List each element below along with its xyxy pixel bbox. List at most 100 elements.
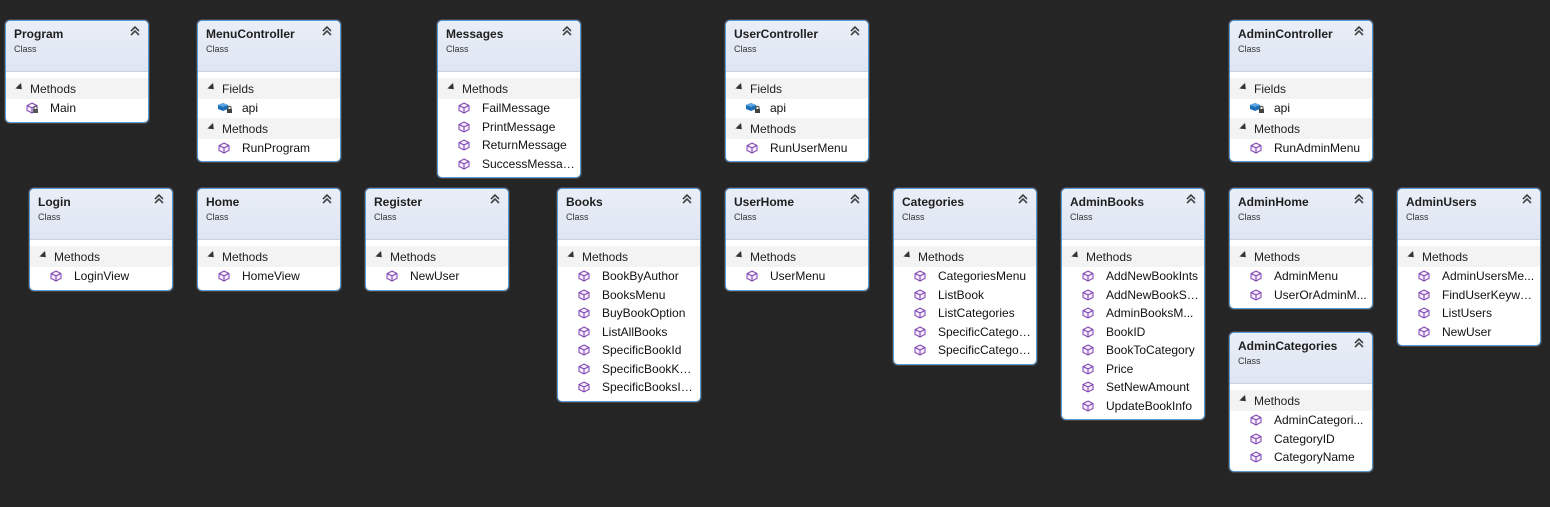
member-row[interactable]: SetNewAmount <box>1062 378 1204 397</box>
double-chevron-up-icon[interactable] <box>1354 337 1366 349</box>
double-chevron-up-icon[interactable] <box>682 193 694 205</box>
section-fields[interactable]: Fields <box>1230 78 1372 99</box>
triangle-expand-icon[interactable] <box>207 82 217 93</box>
triangle-expand-icon[interactable] <box>375 250 385 261</box>
member-row[interactable]: BookByAuthor <box>558 267 700 286</box>
double-chevron-up-icon[interactable] <box>154 193 166 205</box>
double-chevron-up-icon[interactable] <box>322 25 334 37</box>
double-chevron-up-icon[interactable] <box>1354 193 1366 205</box>
triangle-expand-icon[interactable] <box>207 250 217 261</box>
triangle-expand-icon[interactable] <box>567 250 577 261</box>
member-row[interactable]: SpecificCategor... <box>894 323 1036 342</box>
double-chevron-up-icon[interactable] <box>562 25 574 37</box>
double-chevron-up-icon[interactable] <box>1186 193 1198 205</box>
member-row[interactable]: FailMessage <box>438 99 580 118</box>
member-row[interactable]: RunUserMenu <box>726 139 868 158</box>
double-chevron-up-icon[interactable] <box>322 193 334 205</box>
section-methods[interactable]: Methods <box>1230 246 1372 267</box>
section-methods[interactable]: Methods <box>1062 246 1204 267</box>
member-row[interactable]: CategoryID <box>1230 430 1372 449</box>
section-methods[interactable]: Methods <box>726 246 868 267</box>
section-methods[interactable]: Methods <box>6 78 148 99</box>
section-methods[interactable]: Methods <box>366 246 508 267</box>
member-row[interactable]: Main <box>6 99 148 118</box>
member-row[interactable]: AdminMenu <box>1230 267 1372 286</box>
triangle-expand-icon[interactable] <box>1239 394 1249 405</box>
triangle-expand-icon[interactable] <box>1071 250 1081 261</box>
member-row[interactable]: SpecificBookKe... <box>558 360 700 379</box>
member-row[interactable]: UserMenu <box>726 267 868 286</box>
triangle-expand-icon[interactable] <box>735 250 745 261</box>
section-methods[interactable]: Methods <box>1230 117 1372 139</box>
member-row[interactable]: PrintMessage <box>438 118 580 137</box>
double-chevron-up-icon[interactable] <box>1018 193 1030 205</box>
member-row[interactable]: CategoriesMenu <box>894 267 1036 286</box>
double-chevron-up-icon[interactable] <box>850 193 862 205</box>
member-row[interactable]: HomeView <box>198 267 340 286</box>
member-row[interactable]: AdminBooksM... <box>1062 304 1204 323</box>
section-methods[interactable]: Methods <box>558 246 700 267</box>
triangle-expand-icon[interactable] <box>1239 250 1249 261</box>
double-chevron-up-icon[interactable] <box>850 25 862 37</box>
member-row[interactable]: BookToCategory <box>1062 341 1204 360</box>
double-chevron-up-icon[interactable] <box>1354 25 1366 37</box>
member-row[interactable]: api <box>198 99 340 118</box>
member-row[interactable]: ListCategories <box>894 304 1036 323</box>
member-row[interactable]: ListUsers <box>1398 304 1540 323</box>
triangle-expand-icon[interactable] <box>447 82 457 93</box>
member-row[interactable]: Price <box>1062 360 1204 379</box>
member-row[interactable]: api <box>726 99 868 118</box>
member-row[interactable]: api <box>1230 99 1372 118</box>
section-methods[interactable]: Methods <box>438 78 580 99</box>
member-row[interactable]: UserOrAdminM... <box>1230 286 1372 305</box>
member-row[interactable]: ListAllBooks <box>558 323 700 342</box>
section-fields[interactable]: Fields <box>726 78 868 99</box>
member-row[interactable]: UpdateBookInfo <box>1062 397 1204 416</box>
triangle-expand-icon[interactable] <box>15 82 25 93</box>
member-row[interactable]: BooksMenu <box>558 286 700 305</box>
member-row[interactable]: LoginView <box>30 267 172 286</box>
member-row[interactable]: RunProgram <box>198 139 340 158</box>
member-row[interactable]: SpecificCategor... <box>894 341 1036 360</box>
section-methods[interactable]: Methods <box>198 117 340 139</box>
triangle-expand-icon[interactable] <box>207 122 217 132</box>
triangle-expand-icon[interactable] <box>1239 122 1249 132</box>
member-row[interactable]: AdminUsersMe... <box>1398 267 1540 286</box>
member-row[interactable]: ReturnMessage <box>438 136 580 155</box>
member-row[interactable]: ListBook <box>894 286 1036 305</box>
member-row[interactable]: RunAdminMenu <box>1230 139 1372 158</box>
triangle-expand-icon[interactable] <box>39 250 49 261</box>
member-row[interactable]: AddNewBookInts <box>1062 267 1204 286</box>
member-row[interactable]: SpecificBooksIn... <box>558 378 700 397</box>
member-row[interactable]: CategoryName <box>1230 448 1372 467</box>
section-methods[interactable]: Methods <box>894 246 1036 267</box>
